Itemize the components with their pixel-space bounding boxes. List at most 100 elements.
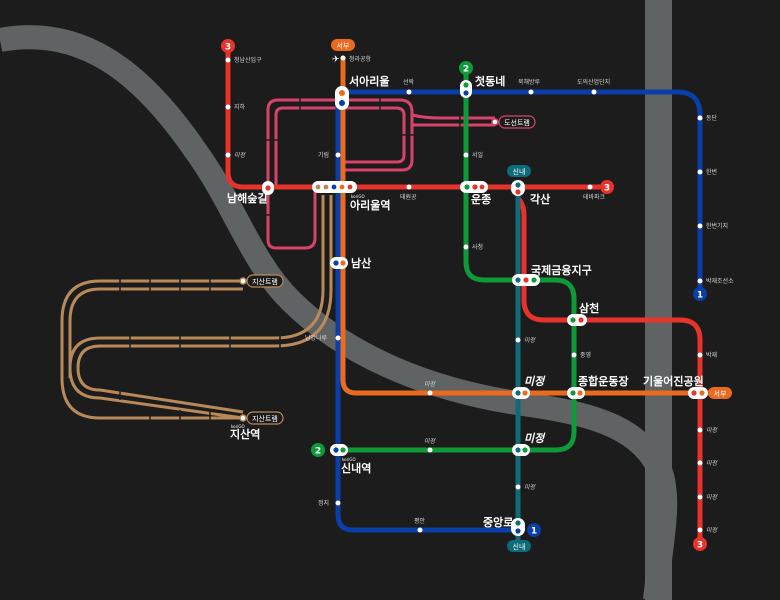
label-mijeong-orange: 미정 [424,381,437,388]
tag-jisan-top [246,274,284,288]
station-marker-jungangro [511,518,525,536]
line3-badge-nw [221,39,235,53]
label-jiha: 지하 [234,103,246,111]
orange-route [340,58,710,396]
station-marker-cheotdongne [460,80,472,98]
station-marker-sinnaeyeok [330,444,348,456]
label-girim: 기림 [318,151,329,159]
tag-seobu-e-text: 서부 [714,389,727,398]
label-namhaesupgil: 남해숲길 [227,191,267,205]
line1-badge-e-text: 1 [697,291,703,301]
line3-route-west [225,48,600,190]
label-seoarium: 서아리울 [349,74,389,88]
label-seoil: 서일 [472,151,483,159]
line3-badge-nw-text: 3 [225,43,231,53]
tag-doseon [498,115,536,129]
transfer-markers [239,80,708,536]
line2-badge-w [311,443,325,457]
line1-badge-e [693,287,707,301]
label-hanbeon: 한번 [706,168,717,176]
tag-jisan-bottom [246,411,284,425]
label-mijeong-b: 미정 [524,432,546,445]
line2-badge-w-text: 2 [315,447,321,457]
label-tebapark: 테바파크 [583,193,606,201]
line-tags: 서부 서부 신내 신내 도선트램 지산트램 지산트램 [246,39,732,552]
label-mijeong-r1: 미정 [706,427,719,434]
label-mijeong-r4: 미정 [706,527,719,534]
label-jungyeong: 중영 [580,351,591,359]
label-namgangnaru: 남강나루 [305,334,328,342]
label-gaksan: 각산 [530,192,550,206]
river-vertical [645,0,672,600]
station-marker-samcheon [567,314,587,326]
tag-sinnae-s [507,540,531,552]
label-hanbeongiji: 한번기지 [706,222,728,230]
label-pyeongan: 평안 [414,517,426,525]
station-marker-jonghap [567,387,585,399]
tag-seobu-n [331,39,355,51]
tag-sinnae-n [507,165,531,177]
line3-badge-se [693,537,707,551]
line2-badge-n [459,61,473,75]
label-jisanyeok: 지산역 [230,427,260,441]
brand-koriGO-ariulyeok: koriGO [351,194,365,199]
tag-seobu-e [708,387,732,399]
label-cheotdongne: 첫동네 [475,74,505,88]
tag-seobu-n-text: 서부 [337,41,350,50]
label-mijeong-r2: 미정 [706,460,719,467]
label-doeosaneop: 도의산업단지 [577,78,610,86]
transfer-labels: 서아리울 첫동네 남해숲길 아리울역 운종 각산 남산 국제금융지구 삼천 종합… [227,74,704,529]
label-unjong: 운종 [471,193,491,206]
label-dongdan: 동단 [706,114,718,122]
station-marker-mijeong-b [512,444,530,456]
tag-doseon-text: 도선트램 [504,118,530,127]
label-mijeong-green: 미정 [424,438,437,445]
label-mijeong-l3: 미정 [234,152,247,159]
brand-marks: koriGO koriGO koriGO [231,194,365,462]
label-bakjae-josun: 박재조선소 [706,277,734,285]
station-marker-mijeong-a [512,387,530,399]
line3-badge-e-text: 3 [604,184,610,194]
label-sacheong: 사청 [472,243,483,251]
brand-koriGO-jisanyeok: koriGO [231,424,245,429]
line2-route [340,70,577,453]
station-marker-namsan [330,257,348,269]
tag-sinnae-n-text: 신내 [513,167,526,176]
label-gukje: 국제금융지구 [531,263,592,277]
label-gieojin: 기울어진공원 [643,374,704,388]
small-stations [225,55,703,533]
label-bakjae: 박재 [706,351,717,359]
tag-jisan-bottom-text: 지산트램 [252,414,278,423]
station-marker-gaksan [511,180,525,196]
airplane-icon: ✈ [332,55,340,65]
line-badges: 3 2 1 3 2 1 3 [221,39,707,551]
label-jungangro: 중앙로 [483,516,513,529]
tag-jisan-top-text: 지산트램 [252,277,278,286]
jisan-tram-line [60,195,333,420]
line1-badge-s [527,523,541,537]
doseon-tram-line [266,98,495,250]
label-cheongnagonghang: 청라공항 [349,55,372,63]
label-mijeong-a: 미정 [524,375,546,388]
label-bukchaekbangu: 북채방루 [518,78,541,86]
label-seonnak: 선락 [403,78,415,86]
label-taewongong: 태원공 [400,193,417,201]
label-sinnaeyeok: 신내역 [341,461,371,475]
label-mijeong-r3: 미정 [706,494,719,501]
station-marker-gieojin [688,387,708,399]
label-cheongnam: 청남산입구 [234,56,262,64]
label-samcheon: 삼천 [579,301,599,315]
line1-badge-s-text: 1 [531,527,537,537]
tag-sinnae-s-text: 신내 [513,542,526,551]
line3-route-south [515,187,703,540]
line3-badge-e [600,180,614,194]
brand-koriGO-sinnaeyeok: koriGO [342,457,356,462]
station-labels: 청남산입구 지하 미정 청라공항 선락 북채방루 도의산업단지 동단 한번 한번… [234,55,734,534]
line3-badge-se-text: 3 [697,541,703,551]
label-namsan: 남산 [351,256,371,270]
label-mijeong-teal2: 미정 [524,484,537,491]
label-ariulyeok: 아리울역 [350,198,390,212]
label-jeongji: 정지 [318,499,329,507]
jisan-tram-ticks [119,279,281,420]
